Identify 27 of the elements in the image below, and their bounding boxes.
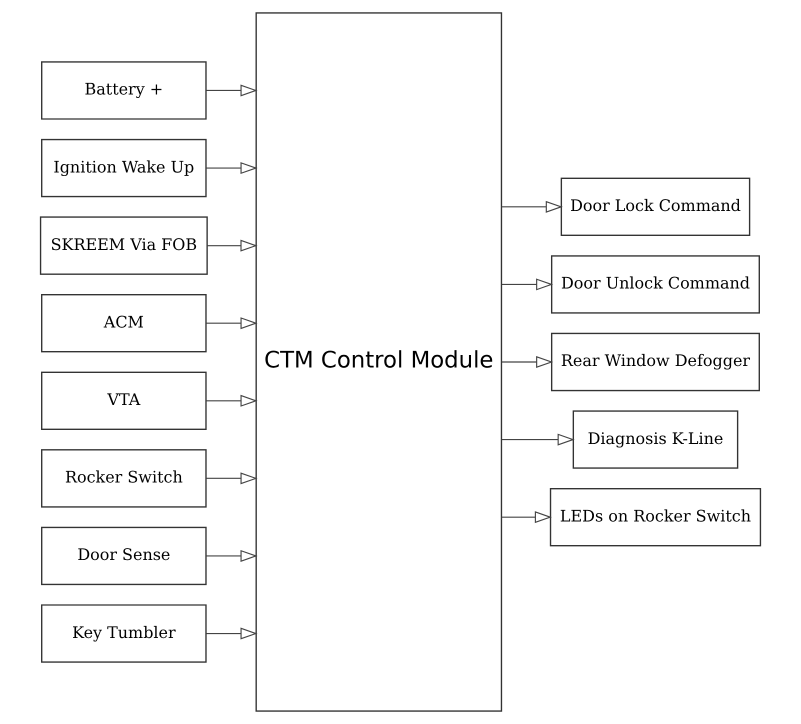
node-box: Key Tumbler: [41, 604, 207, 663]
node-box: ACM: [41, 294, 207, 352]
node-box: CTM Control Module: [256, 12, 502, 712]
arrow: [206, 394, 258, 407]
node-box: SKREEM Via FOB: [40, 216, 208, 275]
arrow: [206, 550, 258, 562]
node-box: Rocker Switch: [41, 449, 207, 508]
arrow: [502, 511, 552, 524]
node-box: Door Lock Command: [560, 178, 750, 236]
arrow: [207, 240, 258, 252]
node-box: VTA: [41, 372, 207, 430]
arrow: [206, 162, 258, 174]
arrow: [502, 434, 575, 446]
arrow: [502, 278, 554, 290]
node-box: Door Unlock Command: [550, 255, 760, 314]
arrow: [206, 472, 258, 484]
node-box: LEDs on Rocker Switch: [550, 488, 762, 546]
node-box: Ignition Wake Up: [41, 138, 207, 198]
arrow: [502, 356, 554, 368]
node-box: Battery +: [41, 61, 207, 120]
arrow: [206, 628, 258, 640]
arrow: [206, 84, 258, 96]
node-box: Rear Window Defogger: [550, 332, 760, 392]
node-box: Diagnosis K-Line: [572, 410, 738, 469]
arrow: [502, 200, 563, 213]
arrow: [206, 317, 258, 330]
node-box: Door Sense: [41, 526, 207, 586]
